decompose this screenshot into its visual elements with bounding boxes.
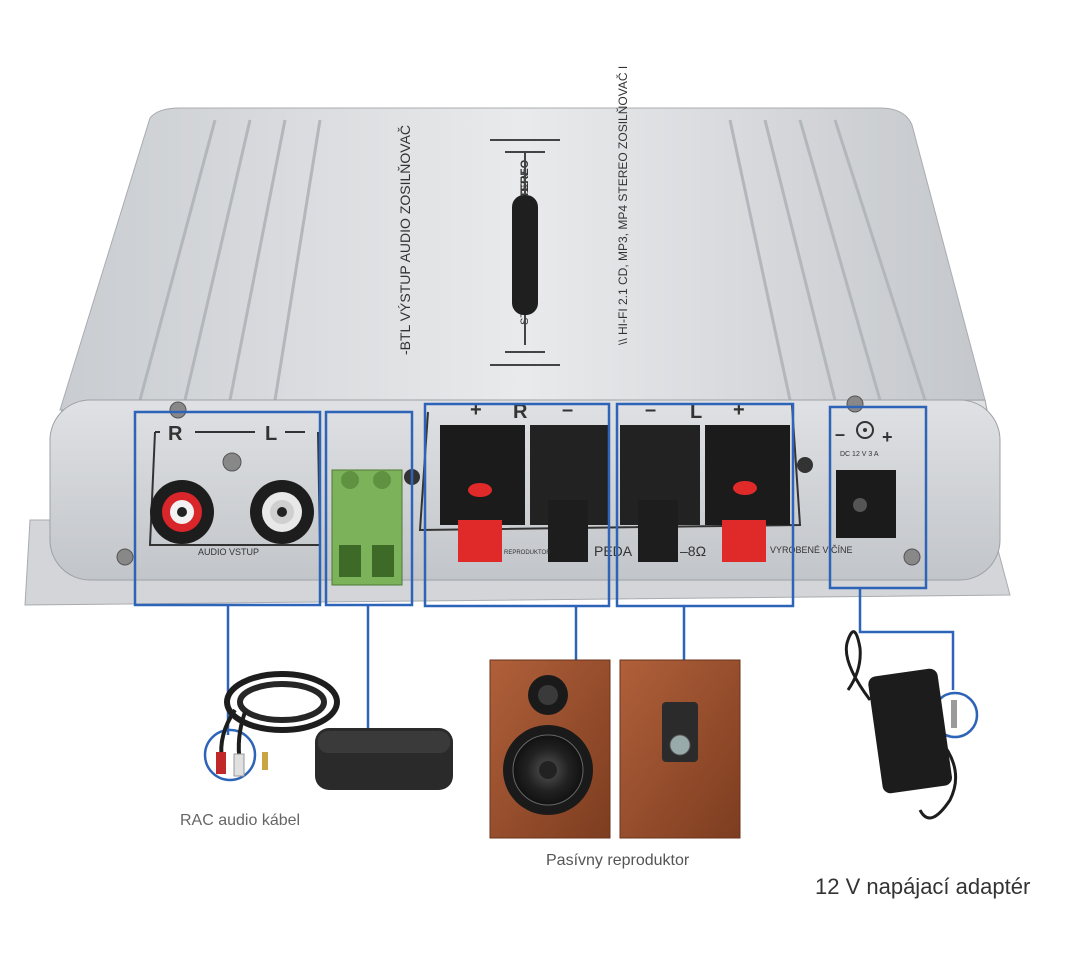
top-text-btl: -BTL VÝSTUP AUDIO ZOSILŇOVAČ [397,125,413,355]
rca-plug-red [216,752,226,774]
spk-lever-black-l[interactable] [638,500,678,562]
dc-polarity-icon [856,421,874,439]
caption-rca-cable: RAC audio kábel [180,812,301,829]
screw-icon [797,457,813,473]
rca-l-label: L [265,423,277,445]
rca-plug-white [233,753,245,777]
spk-clip-l-plus[interactable] [705,425,790,525]
spk-r: R [513,401,528,423]
rca-cable-image [216,671,340,777]
impedance-label: –8Ω [680,543,706,559]
spk-lever-red-l[interactable] [722,520,766,562]
highlight-speaker-r [423,402,611,608]
top-text-hifi: \\ HI-FI 2.1 CD, MP3, MP4 STEREO ZOSILŇO… [615,66,630,345]
highlight-speaker-l [615,402,795,608]
spk-plus-r: + [470,399,482,421]
screw-icon [903,548,921,566]
power-adapter-image [844,630,958,820]
speaker-terminal-section: + R – – L + REPRODUKTOR PEDA –8Ω VYROBEN… [404,399,853,562]
rca-plug-zoom-circle [203,728,257,782]
spk-l: L [690,401,702,423]
dc-minus: – [835,424,845,444]
rca-section-label: AUDIO VSTUP [198,547,259,557]
stereo-emblem-icon [490,139,560,366]
dc-plus: + [882,427,893,447]
rca-input-section: R L AUDIO VSTUP [148,423,322,557]
screw-icon [222,452,242,472]
spk-minus-l: – [645,399,656,421]
screw-icon [116,548,134,566]
spk-lever-red-r[interactable] [458,520,502,562]
made-in-label: VYROBENÉ V ČÍNE [770,545,853,555]
spk-plus-l: + [733,399,745,421]
caption-power-adapter: 12 V napájací adaptér [815,874,1031,899]
spk-minus-r: – [562,399,573,421]
passive-speaker-back-image [619,659,741,839]
passive-speaker-front-image [489,659,611,839]
dc-input-section: – + DC 12 V 3 A [835,421,896,538]
spk-clip-r-plus[interactable] [440,425,525,525]
caption-passive-speaker: Pasívny reproduktor [546,852,690,869]
highlight-dc [828,405,928,590]
spk-lever-black-r[interactable] [548,500,588,562]
screw-icon [169,401,187,419]
spk-label-big: PEDA [594,543,633,559]
amplifier: -BTL VÝSTUP AUDIO ZOSILŇOVAČ STEREO NAPÁ… [24,66,1011,608]
spk-label-small: REPRODUKTOR [504,550,551,556]
screw-icon [846,395,864,413]
green-terminal-block[interactable] [331,469,403,586]
dc-spec-label: DC 12 V 3 A [840,451,879,458]
heatsink-grooves [138,119,927,401]
rca-r-label: R [168,423,183,445]
portable-speaker-image [315,728,453,790]
